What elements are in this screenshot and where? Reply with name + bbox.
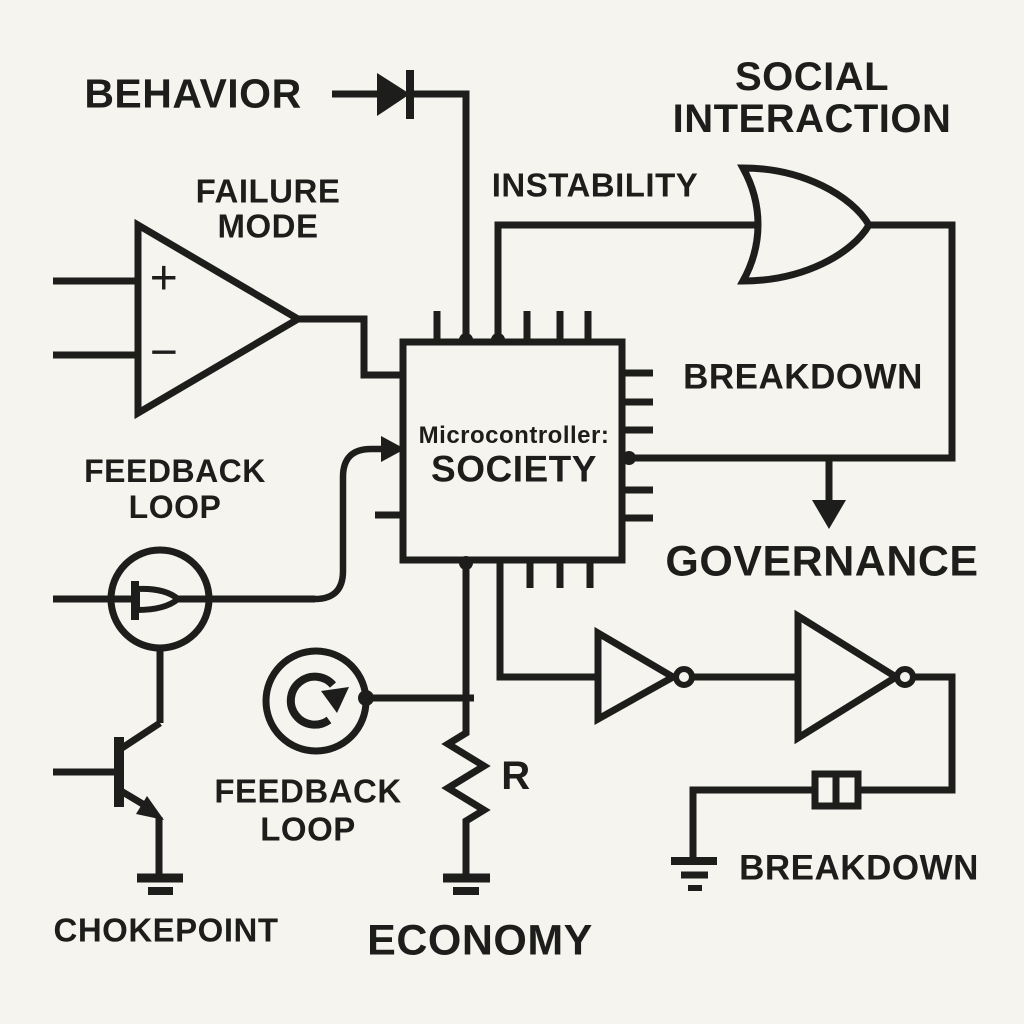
junction-dot (459, 556, 473, 570)
opamp-icon (134, 218, 305, 420)
fuse-to-ground-wire (689, 786, 815, 858)
label-chokepoint: CHOKEPOINT (53, 911, 279, 949)
inverter-icon (794, 609, 903, 745)
arrow-right-icon (381, 436, 405, 462)
governance-arrow (812, 458, 846, 529)
breakdown-loop-wire (626, 221, 956, 462)
economy-resistor-branch (441, 556, 491, 895)
feedback-loop-upper (53, 436, 405, 723)
opamp-plus-sign: + (149, 252, 179, 305)
label-resistor-ref: R (501, 754, 531, 798)
collector-lead (120, 720, 162, 751)
opamp-minus-sign: − (149, 326, 179, 379)
or-gate-chain (491, 164, 956, 465)
arrow-down-icon (812, 500, 846, 529)
chip-body (399, 338, 626, 564)
inverter-output-wire (858, 673, 956, 794)
chokepoint-transistor (53, 720, 183, 895)
rotation-arc (286, 672, 337, 729)
label-failure-mode-line2: MODE (217, 207, 319, 245)
label-governance: GOVERNANCE (665, 537, 979, 586)
or-gate-icon (737, 164, 874, 285)
rotation-arrowhead (321, 687, 349, 713)
feedback-arrow-wire (314, 445, 383, 603)
label-instability: INSTABILITY (491, 166, 699, 204)
label-breakdown-bottom: BREAKDOWN (739, 848, 979, 888)
label-feedback-lower-line1: FEEDBACK (214, 772, 402, 810)
buffer-cone (134, 585, 183, 614)
label-feedback-upper-line1: FEEDBACK (84, 453, 266, 489)
inverter-icon (594, 626, 681, 725)
opamp-output-wire (298, 315, 403, 379)
label-chip-line2: SOCIETY (431, 448, 597, 490)
behavior-diode-chain (332, 70, 473, 347)
feedback-loop-lower (262, 647, 474, 755)
opamp-failure-mode (53, 218, 403, 420)
resistor-icon (441, 560, 491, 877)
chip-to-inverter-wire (496, 560, 598, 681)
diode-icon (377, 73, 410, 116)
label-economy: ECONOMY (367, 916, 593, 965)
label-feedback-upper-line2: LOOP (128, 489, 222, 525)
rotation-source-icon (262, 647, 370, 755)
label-feedback-lower-line2: LOOP (260, 810, 356, 848)
instability-wire (494, 221, 790, 342)
inverter-bubble (894, 666, 916, 688)
label-social-interaction-line2: INTERACTION (672, 97, 952, 141)
behavior-to-chip-wire (410, 90, 470, 340)
emitter-lead (119, 787, 148, 810)
inverter-breakdown-chain (496, 560, 956, 891)
microcontroller-chip (375, 311, 653, 588)
inverter-bubble (673, 666, 695, 688)
label-chip-line1: Microcontroller: (418, 422, 610, 449)
label-social-interaction-line1: SOCIAL (734, 55, 890, 99)
emitter-arrowhead (136, 796, 164, 820)
label-failure-mode-line1: FAILURE (195, 172, 341, 210)
label-breakdown-right: BREAKDOWN (683, 357, 923, 397)
label-behavior: BEHAVIOR (84, 70, 302, 117)
